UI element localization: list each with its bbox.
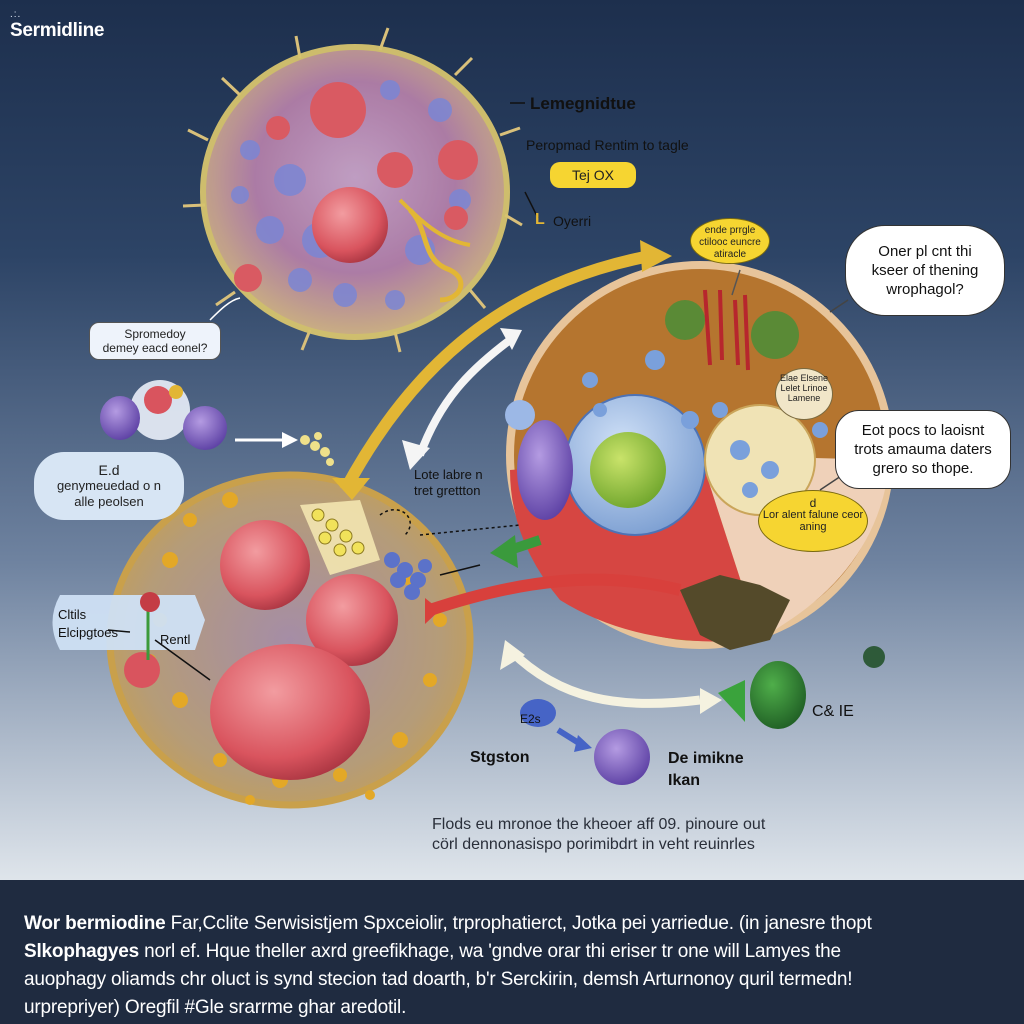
description-line-1-bold: Wor bermiodine <box>24 913 166 934</box>
top-cell-nucleus <box>312 187 388 263</box>
left-bubble-line1: genymeuedad o n <box>56 478 162 493</box>
left-inset-red-ball <box>124 652 160 688</box>
top-right-pill: Tej OX <box>550 162 637 188</box>
page-title: Sermidline <box>10 20 105 41</box>
diagram-caption: Flods eu mronoe the kheoer aff 09. pinou… <box>432 815 765 855</box>
description-panel: Wor bermiodine Far,Cclite Serwisistjem S… <box>0 880 1024 1024</box>
c-ie-label: C& IE <box>812 703 854 720</box>
left-bubble-line2: alle peolsen <box>74 494 144 509</box>
speech-bubble-1: Oner pl cnt thi kseer of thening wrophag… <box>845 225 1005 316</box>
top-right-title: Lemegnidtue <box>530 94 636 113</box>
left-inset-line1: Cltils <box>58 607 87 622</box>
logo-dots: .:. <box>10 9 22 20</box>
description-line-3-text: auophagy oliamds chr oluct is synd steci… <box>24 969 853 990</box>
yellow-arrowhead-left <box>332 478 370 500</box>
description-line-2-bold: Slkophagyes <box>24 941 140 962</box>
green-arrowhead <box>490 535 518 568</box>
inner-callout: Elae Elsene Lelet Lrinoe Lamene <box>775 368 833 420</box>
left-bubble-head: E.d <box>98 462 120 478</box>
top-cell-spikes <box>182 27 523 353</box>
white-arrowhead-down <box>402 440 430 470</box>
blue-cluster <box>384 552 432 600</box>
right-cell-purple-vesicle <box>517 420 573 520</box>
center-label-line1: Lote labre n <box>414 467 483 482</box>
purple-vesicle <box>594 729 650 785</box>
description-line-2: Slkophagyes norl ef. Hque theller axrd g… <box>24 938 1008 966</box>
de-imikne-label: De imikne Ikan <box>668 748 744 792</box>
description-line-1: Wor bermiodine Far,Cclite Serwisistjem S… <box>24 910 1008 938</box>
yellow-arrowhead-right <box>640 240 672 272</box>
top-right-letter: L <box>535 211 545 228</box>
caption-line2: cörl dennonasispo porimibdrt in veht reu… <box>432 836 755 853</box>
autophagy-diagram: .:. Sermidline <box>10 10 1011 855</box>
green-vesicle <box>750 661 806 729</box>
yellow-particles <box>300 432 334 466</box>
left-label-box-line2: demey eacd eonel? <box>102 341 208 355</box>
yellow-oval-head: d <box>809 496 817 510</box>
center-label: Lote labre n tret grettton <box>414 467 483 499</box>
left-label-box: Spromedoy demey eacd eonel? <box>89 322 221 360</box>
top-cell-red-organelles <box>234 82 478 292</box>
center-label-line2: tret grettton <box>414 483 481 498</box>
top-right-oyerri: Oyerri <box>553 213 592 229</box>
description-line-3: auophagy oliamds chr oluct is synd steci… <box>24 966 1008 994</box>
speech-bubble-2: Eot pocs to laoisnt trots amauma daters … <box>835 410 1011 489</box>
red-arrow-tail <box>425 598 440 624</box>
bottom-cell <box>106 471 474 809</box>
left-inset-labels: Cltils Elcipgtoes <box>58 606 118 642</box>
e2-label: E2s <box>520 712 541 726</box>
right-cell <box>505 261 894 650</box>
description-line-4-text: urprepriyer) Oregfil #Gle srarrme ghar a… <box>24 997 407 1018</box>
description-line-2-text: norl ef. Hque theller axrd greefikhage, … <box>139 941 841 962</box>
yellow-oval: d Lor alent falune ceor aning <box>758 490 868 552</box>
white-arrowhead-up <box>500 328 522 350</box>
right-cell-nucleus <box>590 432 666 508</box>
caption-line1: Flods eu mronoe the kheoer aff 09. pinou… <box>432 816 766 833</box>
yellow-callout: ende prrgle ctilooc euncre atiracle <box>690 218 770 264</box>
description-line-4: urprepriyer) Oregfil #Gle srarrme ghar a… <box>24 994 1008 1022</box>
app-header: .:. Sermidline <box>10 10 104 42</box>
yellow-oval-text: Lor alent falune ceor aning <box>762 509 864 533</box>
left-inset-rent: Rentl <box>160 632 191 647</box>
de-imikne-line1: De imikne <box>668 750 744 767</box>
left-complex <box>100 380 227 450</box>
left-inset-line2: Elcipgtoes <box>58 625 118 640</box>
left-bubble: E.d genymeuedad o n alle peolsen <box>34 452 184 520</box>
description-line-1-text: Far,Cclite Serwisistjem Spxceiolir, trpr… <box>165 913 872 934</box>
left-label-box-line1: Spromedoy <box>124 327 186 341</box>
top-cell <box>182 27 523 353</box>
top-right-subtitle: Peropmad Rentim to tagle <box>526 137 689 153</box>
stgston-label: Stgston <box>470 749 530 766</box>
de-imikne-line2: Ikan <box>668 772 701 789</box>
left-inset-box <box>52 595 205 650</box>
